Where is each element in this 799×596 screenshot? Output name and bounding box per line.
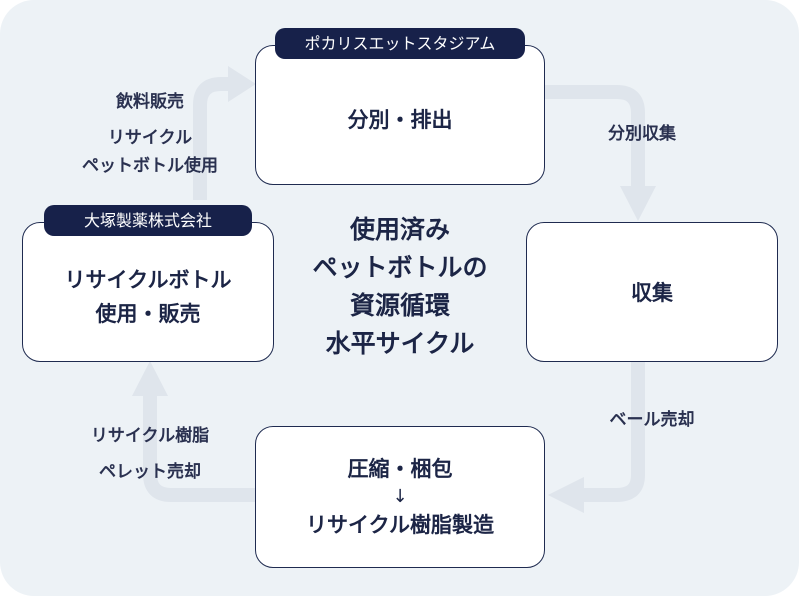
down-arrow-icon: ↓ xyxy=(392,486,408,507)
arrow-top-to-right xyxy=(545,85,645,190)
label-line: 飲料販売 xyxy=(116,92,184,112)
node-use-sales-line: 使用・販売 xyxy=(95,302,201,326)
node-sorting-disposal: 分別・排出 xyxy=(255,45,545,185)
center-title-line: 水平サイクル xyxy=(325,329,475,358)
label-line: リサイクル樹脂 xyxy=(90,426,210,446)
label-line: ペレット売却 xyxy=(99,462,201,482)
node-recycled-bottle-sales: リサイクルボトル 使用・販売 xyxy=(22,222,274,362)
center-title: 使用済み ペットボトルの 資源循環 水平サイクル xyxy=(285,211,515,363)
tag-otsuka: 大塚製薬株式会社 xyxy=(44,205,252,236)
label-resin-pellet-sale: リサイクル樹脂 ペレット売却 xyxy=(60,418,240,490)
arrowhead-top xyxy=(228,66,256,102)
node-compression-line: 圧縮・梱包 xyxy=(347,457,453,481)
center-title-line: 使用済み xyxy=(349,215,450,244)
arrowhead-bottom xyxy=(548,477,584,513)
label-line: ベール売却 xyxy=(609,410,695,430)
arrowhead-left xyxy=(132,361,168,396)
node-sorting-disposal-line: 分別・排出 xyxy=(347,108,453,132)
arrow-bottom-to-left xyxy=(143,392,256,502)
label-line: 分別収集 xyxy=(608,124,676,144)
tag-pocari-stadium: ポカリスエットスタジアム xyxy=(275,28,525,59)
center-title-line: ペットボトルの xyxy=(312,253,488,282)
node-compression-resin: 圧縮・梱包 ↓ リサイクル樹脂製造 xyxy=(255,426,545,568)
node-resin-line: リサイクル樹脂製造 xyxy=(306,513,494,537)
center-title-line: 資源循環 xyxy=(349,291,450,320)
label-sorted-collection: 分別収集 xyxy=(582,120,702,148)
node-recycled-bottle-line: リサイクルボトル xyxy=(64,268,232,292)
label-line: リサイクル xyxy=(107,128,193,148)
arrow-left-to-top xyxy=(193,77,232,200)
node-collection: 収集 xyxy=(526,222,778,362)
label-line: ペットボトル使用 xyxy=(82,156,218,176)
node-collection-line: 収集 xyxy=(631,281,673,305)
label-bale-sale: ベール売却 xyxy=(582,406,722,434)
label-beverage-sales: 飲料販売 リサイクル ペットボトル使用 xyxy=(50,88,250,180)
arrowhead-right xyxy=(620,186,656,221)
arrow-right-to-bottom xyxy=(580,362,645,502)
